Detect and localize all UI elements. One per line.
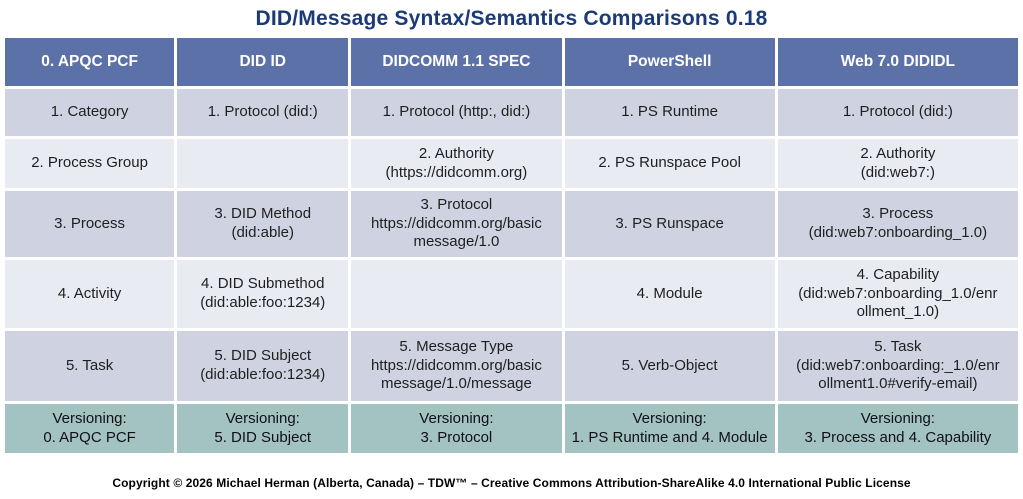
table-cell: 5. Message Type https://didcomm.org/basi…	[351, 331, 562, 401]
table-cell: Versioning: 0. APQC PCF	[5, 404, 175, 453]
copyright-footer: Copyright © 2026 Michael Herman (Alberta…	[112, 476, 911, 490]
table-row-category: 1. Category 1. Protocol (did:) 1. Protoc…	[5, 89, 1018, 136]
table-row-process-group: 2. Process Group 2. Authority (https://d…	[5, 139, 1018, 188]
table-cell: 3. Protocol https://didcomm.org/basic me…	[351, 191, 562, 257]
table-cell: 1. Protocol (did:)	[777, 89, 1018, 136]
table-cell: 3. Process (did:web7:onboarding_1.0)	[777, 191, 1018, 257]
table-cell: 1. Category	[5, 89, 175, 136]
table-cell: Versioning: 3. Protocol	[351, 404, 562, 453]
page-title: DID/Message Syntax/Semantics Comparisons…	[255, 7, 768, 30]
table-row-process: 3. Process 3. DID Method (did:able) 3. P…	[5, 191, 1018, 257]
table-cell: 3. Process	[5, 191, 175, 257]
column-header-apqc-pcf: 0. APQC PCF	[5, 38, 175, 86]
table-cell: 5. Task (did:web7:onboarding:_1.0/enr ol…	[777, 331, 1018, 401]
header-row: 0. APQC PCF DID ID DIDCOMM 1.1 SPEC Powe…	[5, 38, 1018, 86]
table-cell: 5. DID Subject (did:able:foo:1234)	[177, 331, 349, 401]
column-header-powershell: PowerShell	[564, 38, 775, 86]
table-row-versioning: Versioning: 0. APQC PCF Versioning: 5. D…	[5, 404, 1018, 453]
table-cell: 1. PS Runtime	[564, 89, 775, 136]
table-cell: Versioning: 3. Process and 4. Capability	[777, 404, 1018, 453]
table-cell	[177, 139, 349, 188]
table-cell: 2. Authority (https://didcomm.org)	[351, 139, 562, 188]
table-cell: 5. Task	[5, 331, 175, 401]
table-cell: 4. Capability (did:web7:onboarding_1.0/e…	[777, 260, 1018, 328]
table-row-task: 5. Task 5. DID Subject (did:able:foo:123…	[5, 331, 1018, 401]
table-row-activity: 4. Activity 4. DID Submethod (did:able:f…	[5, 260, 1018, 328]
table-cell: 1. Protocol (did:)	[177, 89, 349, 136]
table-cell: 2. Authority (did:web7:)	[777, 139, 1018, 188]
table-cell: 3. DID Method (did:able)	[177, 191, 349, 257]
table-cell: 5. Verb-Object	[564, 331, 775, 401]
table-cell: 2. PS Runspace Pool	[564, 139, 775, 188]
comparison-table: 0. APQC PCF DID ID DIDCOMM 1.1 SPEC Powe…	[2, 35, 1021, 456]
column-header-didcomm-spec: DIDCOMM 1.1 SPEC	[351, 38, 562, 86]
table-cell: Versioning: 1. PS Runtime and 4. Module	[564, 404, 775, 453]
table-cell: 4. Activity	[5, 260, 175, 328]
column-header-did-id: DID ID	[177, 38, 349, 86]
table-cell: 3. PS Runspace	[564, 191, 775, 257]
table-cell: 4. Module	[564, 260, 775, 328]
table-cell: 2. Process Group	[5, 139, 175, 188]
table-cell: Versioning: 5. DID Subject	[177, 404, 349, 453]
table-cell: 4. DID Submethod (did:able:foo:1234)	[177, 260, 349, 328]
column-header-web7-dididl: Web 7.0 DIDIDL	[777, 38, 1018, 86]
table-cell	[351, 260, 562, 328]
table-cell: 1. Protocol (http:, did:)	[351, 89, 562, 136]
